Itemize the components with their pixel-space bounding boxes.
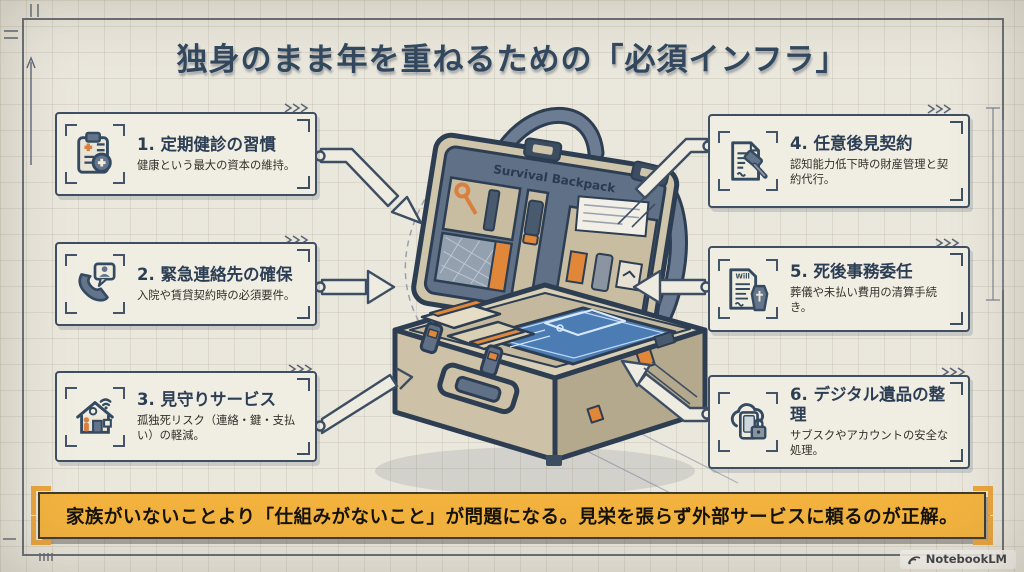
case-foot: [546, 455, 562, 466]
case-shadow: [375, 447, 695, 495]
connector-arrow-5: [632, 269, 712, 305]
lid-doc-pocket: [553, 205, 659, 315]
blueprint-panel: [478, 306, 677, 366]
lid-label: Survival Backpack: [492, 162, 617, 195]
folded-papers: [574, 195, 650, 238]
item-card-3: 3. 見守りサービス 孤独死リスク（連絡・鍵・支払い）の軽減。: [55, 371, 317, 462]
will-coffin-icon: Will: [718, 259, 778, 319]
connector-arrow-2: [314, 269, 396, 305]
item-desc: 葬儀や未払い費用の清算手続き。: [790, 286, 937, 315]
item-title: 6. デジタル遺品の整理: [790, 385, 946, 425]
case-stickers: [586, 330, 676, 424]
item-desc: 認知能力低下時の財産管理と契約代行。: [790, 158, 949, 187]
case-base: [392, 282, 708, 466]
watermark-text: NotebookLM: [925, 552, 1007, 566]
wrench-icon: [454, 182, 478, 215]
item-card-1: 1. 定期健診の習慣 健康という最大の資本の維持。: [55, 112, 317, 196]
item-card-2: 2. 緊急連絡先の確保 入院や賃貸契約時の必須要件。: [55, 242, 317, 326]
case-lid: Survival Backpack: [411, 132, 680, 340]
conclusion-banner: 家族がいないことより「仕組みがないこと」が問題になる。見栄を張らず外部サービスに…: [31, 486, 993, 545]
page-title: 独身のまま年を重ねるための「必須インフラ」: [176, 42, 848, 78]
connector-arrow-4: [617, 137, 714, 228]
banner-bracket: [973, 486, 993, 515]
item-title: 3. 見守りサービス: [137, 389, 276, 409]
item-desc: 孤独死リスク（連絡・鍵・支払い）の軽減。: [137, 413, 296, 442]
item-title: 4. 任意後見契約: [790, 134, 913, 154]
connector-arrow-3: [314, 366, 414, 435]
mesh-lines: [439, 237, 502, 287]
item-title: 1. 定期健診の習慣: [137, 134, 276, 154]
supply-boxes: [420, 299, 536, 351]
flashlight-body: [523, 199, 545, 237]
connector-arrow-1: [314, 147, 423, 225]
banner-bracket: [31, 486, 51, 515]
card-pocket: [614, 259, 644, 292]
lid-mesh-pocket: [433, 231, 513, 293]
orange-tab: [565, 250, 589, 285]
latches: [419, 321, 504, 377]
banner-text: 家族がいないことより「仕組みがないこと」が問題になる。見栄を張らず外部サービスに…: [65, 506, 959, 528]
orange-strip: [487, 240, 513, 293]
item-card-4: 4. 任意後見契約 認知能力低下時の財産管理と契約代行。: [708, 114, 970, 208]
phone-contact-icon: [65, 254, 125, 314]
item-title: 5. 死後事務委任: [790, 262, 913, 282]
banner-bracket: [973, 516, 993, 545]
lid-support-rod: [444, 222, 482, 308]
lid-strap-band: [510, 188, 550, 298]
monitored-home-icon: [65, 386, 125, 447]
flashlight-head: [522, 233, 539, 246]
card-chevron: [622, 270, 636, 279]
item-desc: 入院や賃貸契約時の必須要件。: [137, 288, 296, 302]
survival-backpack-illustration: Survival Backpack: [330, 95, 740, 524]
banner-bracket: [31, 516, 51, 545]
medical-checkup-clipboard-icon: [65, 124, 125, 184]
item-desc: サブスクやアカウントの安全な処理。: [790, 429, 949, 458]
buckle-left: [523, 137, 563, 162]
item-card-5: Will 5. 死後事務委任 葬儀や未払い費用の清算手続き。: [708, 246, 970, 332]
gray-canister: [590, 252, 614, 293]
gavel-document-icon: [718, 131, 778, 191]
case-handle: [437, 362, 520, 415]
backpack-straps: [496, 106, 688, 355]
item-card-6: 6. デジタル遺品の整理 サブスクやアカウントの安全な処理。: [708, 375, 970, 469]
svg-text:Will: Will: [736, 272, 750, 280]
item-desc: 健康という最大の資本の維持。: [137, 158, 296, 172]
notebooklm-watermark: NotebookLM: [899, 550, 1016, 569]
connector-arrow-6: [620, 359, 713, 423]
cloud-device-lock-icon: [718, 392, 778, 452]
lid-tool-pocket: [441, 176, 522, 242]
backpack-svg: Survival Backpack: [375, 106, 739, 524]
notebooklm-logo-icon: [907, 556, 921, 565]
tool-handle: [482, 189, 501, 232]
buckle-left-slot: [532, 144, 553, 155]
sketch-arc: [404, 189, 431, 328]
item-title: 2. 緊急連絡先の確保: [137, 264, 293, 284]
buckle-right-slot: [640, 167, 661, 180]
buckle-right: [630, 160, 671, 187]
